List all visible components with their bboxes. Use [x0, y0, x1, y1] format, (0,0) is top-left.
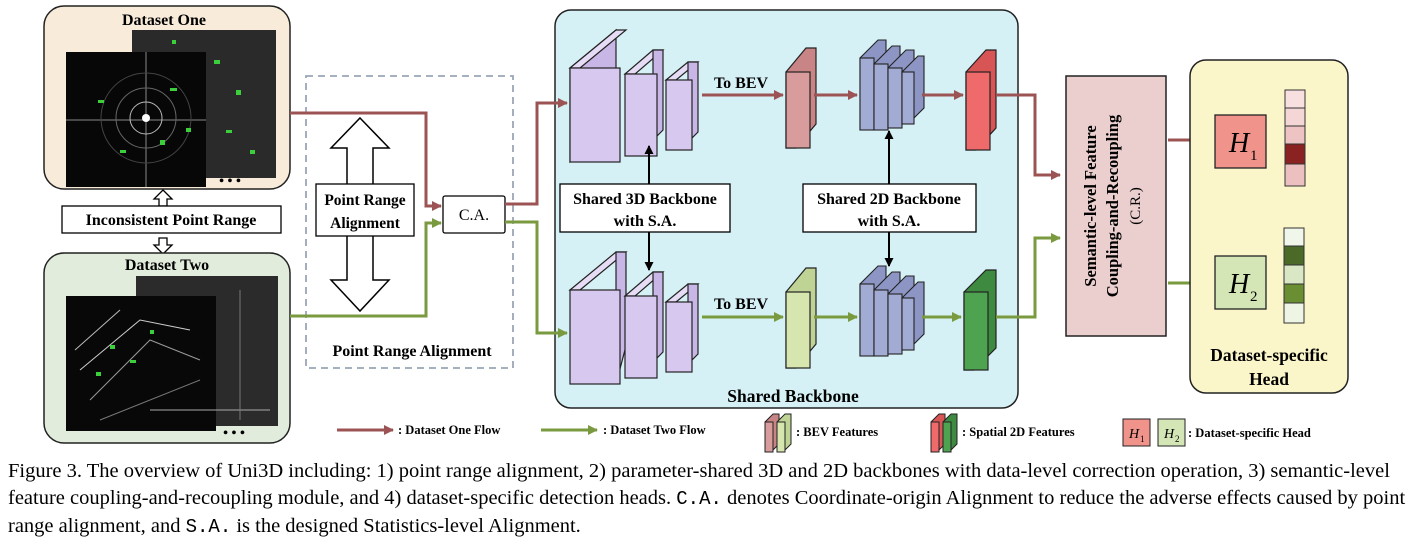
figure-caption: Figure 3. The overview of Uni3D includin… — [8, 458, 1412, 541]
h2-letter: H — [1228, 269, 1251, 300]
coupling-recoupling-module — [1065, 75, 1167, 337]
spatial-feature-bottom — [963, 269, 997, 371]
shared-backbone-label: Shared Backbone — [727, 386, 859, 406]
bev-feature-top — [785, 47, 817, 149]
cr-line1: Semantic-level Feature — [1081, 125, 1100, 286]
caption-part3: is the designed Statistics-level Alignme… — [231, 515, 581, 537]
legend-spatial-icon — [930, 413, 958, 453]
legend: : Dataset One Flow : Dataset Two Flow : … — [337, 413, 1311, 453]
point-range-alignment-box-line2: Alignment — [330, 215, 401, 232]
caption-part2: denotes Coordinate-origin Alignment to r… — [8, 487, 1406, 537]
ca-label: C.A. — [459, 207, 489, 224]
cr-line3: (C.R.) — [1128, 187, 1144, 225]
coupling-recoupling-text: Semantic-level Feature Coupling-and-Reco… — [1081, 114, 1144, 297]
dataset-two-panel: Dataset Two • • • — [43, 252, 291, 444]
ca-box — [442, 195, 506, 234]
legend-h2-sub: 2 — [1175, 434, 1180, 444]
h2-output-vector — [1283, 227, 1305, 324]
legend-h1-icon — [1122, 418, 1151, 447]
legend-two-flow-label: : Dataset Two Flow — [603, 423, 706, 437]
point-range-alignment-box-line1: Point Range — [324, 192, 405, 209]
legend-h1-letter: H — [1128, 427, 1140, 442]
shared-2d-backbone-box — [802, 183, 977, 233]
head-title-line1: Dataset-specific — [1210, 345, 1328, 365]
bottom-3d-backbone-blocks — [568, 251, 700, 385]
caption-ca-code: C.A. — [676, 488, 722, 510]
bottom-2d-backbone-blocks — [859, 265, 925, 357]
legend-h1-sub: 1 — [1140, 434, 1145, 444]
dataset-specific-head-region — [1189, 59, 1349, 394]
legend-head-label: : Dataset-specific Head — [1188, 426, 1311, 440]
dataset-one-title: Dataset One — [122, 12, 206, 29]
legend-bev-icon — [764, 413, 792, 453]
shared-3d-backbone-box — [559, 183, 731, 233]
spatial-feature-top — [965, 49, 997, 151]
h1-letter: H — [1228, 128, 1251, 159]
caption-sa-code: S.A. — [185, 516, 232, 538]
shared-3d-backbone-line1: Shared 3D Backbone — [573, 191, 717, 208]
dataset-one-ellipsis: • • • — [219, 174, 241, 189]
shared-2d-backbone-line2: with S.A. — [858, 213, 921, 230]
head-title-line2: Head — [1249, 369, 1289, 389]
to-bev-top-label: To BEV — [714, 75, 769, 92]
shared-3d-backbone-line2: with S.A. — [614, 213, 677, 230]
shared-2d-backbone-line1: Shared 2D Backbone — [817, 191, 961, 208]
dataset-two-title: Dataset Two — [125, 257, 209, 274]
legend-bev-label: : BEV Features — [796, 425, 878, 439]
dataset-two-ellipsis: • • • — [223, 426, 245, 441]
cr-line2: Coupling-and-Recoupling — [1103, 114, 1122, 297]
top-2d-backbone-blocks — [859, 39, 925, 131]
to-bev-bottom-label: To BEV — [714, 296, 769, 313]
legend-one-flow-label: : Dataset One Flow — [398, 423, 500, 437]
top-3d-backbone-blocks — [568, 28, 700, 164]
h1-output-vector — [1284, 89, 1306, 187]
legend-h2-icon — [1157, 418, 1186, 447]
h1-subscript: 1 — [1250, 148, 1258, 164]
point-range-alignment-box — [315, 183, 415, 237]
inconsistent-range-label: Inconsistent Point Range — [86, 212, 257, 229]
dataset-two-pointcloud-image — [66, 276, 278, 431]
point-range-alignment-label: Point Range Alignment — [332, 343, 492, 360]
legend-h2-letter: H — [1163, 427, 1175, 442]
shared-weight-connectors — [644, 130, 894, 271]
h2-subscript: 2 — [1250, 289, 1258, 305]
caption-part1: Figure 3. The overview of Uni3D includin… — [8, 460, 1390, 509]
dataset-one-panel: Dataset One • • • — [43, 5, 291, 190]
legend-spatial-label: : Spatial 2D Features — [962, 425, 1075, 439]
h2-head-box — [1214, 255, 1267, 310]
bev-feature-bottom — [785, 267, 817, 369]
h1-head-box — [1214, 114, 1267, 169]
inconsistent-range-box — [61, 205, 282, 234]
dataset-one-pointcloud-image — [66, 30, 276, 187]
